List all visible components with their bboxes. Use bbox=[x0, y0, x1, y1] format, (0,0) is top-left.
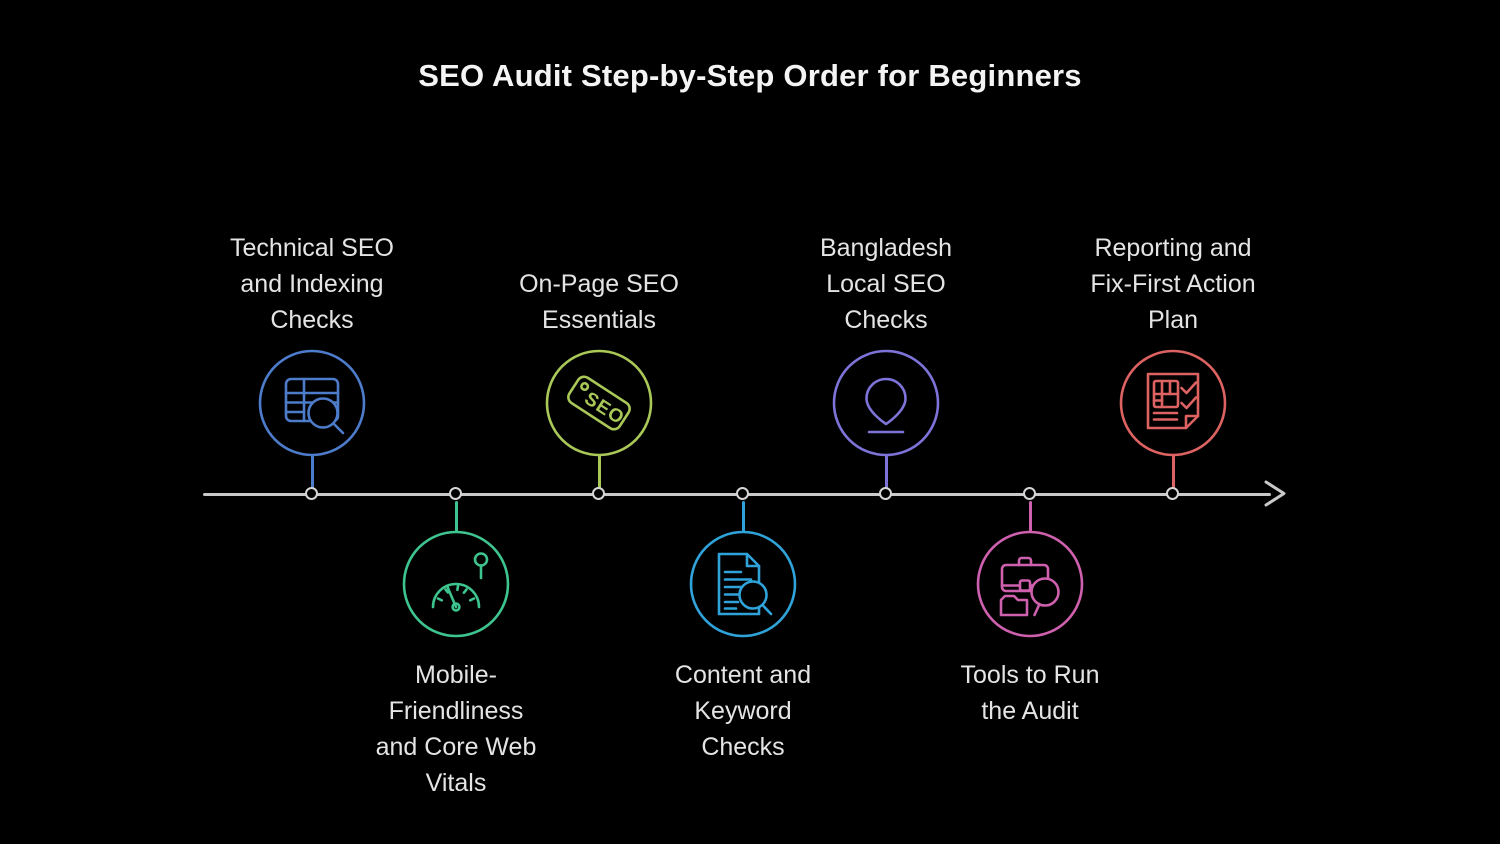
step-label: Bangladesh Local SEO Checks bbox=[819, 234, 953, 334]
timeline-node bbox=[305, 487, 318, 500]
speedometer-icon bbox=[401, 529, 511, 639]
step-label: Tools to Run the Audit bbox=[960, 661, 1100, 725]
report-checklist-icon bbox=[1118, 348, 1228, 458]
step-onpage-seo: On-Page SEO Essentials SEO bbox=[444, 0, 754, 844]
step-reporting-plan: Reporting and Fix-First Action Plan bbox=[1018, 0, 1328, 844]
connector-line bbox=[741, 501, 745, 532]
step-mobile-friendliness: Mobile- Friendliness and Core Web Vitals bbox=[301, 0, 611, 844]
document-search-icon bbox=[688, 529, 798, 639]
step-label: On-Page SEO Essentials bbox=[519, 270, 679, 334]
step-audit-tools: Tools to Run the Audit bbox=[875, 0, 1185, 844]
step-label: Reporting and Fix-First Action Plan bbox=[1090, 234, 1256, 334]
step-local-seo: Bangladesh Local SEO Checks bbox=[731, 0, 1041, 844]
step-label: Technical SEO and Indexing Checks bbox=[230, 234, 394, 334]
connector-line bbox=[884, 455, 888, 489]
step-label: Mobile- Friendliness and Core Web Vitals bbox=[375, 661, 537, 797]
step-technical-seo: Technical SEO and Indexing Checks bbox=[157, 0, 467, 844]
connector-line bbox=[1171, 455, 1175, 489]
connector-line bbox=[1028, 501, 1032, 532]
timeline-node bbox=[449, 487, 462, 500]
timeline-node bbox=[879, 487, 892, 500]
timeline-node bbox=[1166, 487, 1179, 500]
connector-line bbox=[597, 455, 601, 489]
connector-line bbox=[454, 501, 458, 532]
step-label: Content and Keyword Checks bbox=[674, 661, 812, 761]
timeline-node bbox=[736, 487, 749, 500]
timeline-node bbox=[592, 487, 605, 500]
table-search-icon bbox=[257, 348, 367, 458]
briefcase-search-icon bbox=[975, 529, 1085, 639]
page-title: SEO Audit Step-by-Step Order for Beginne… bbox=[418, 58, 1082, 93]
timeline-node bbox=[1023, 487, 1036, 500]
timeline-arrowhead bbox=[1264, 480, 1286, 507]
step-content-keyword: Content and Keyword Checks bbox=[588, 0, 898, 844]
connector-line bbox=[310, 455, 314, 489]
